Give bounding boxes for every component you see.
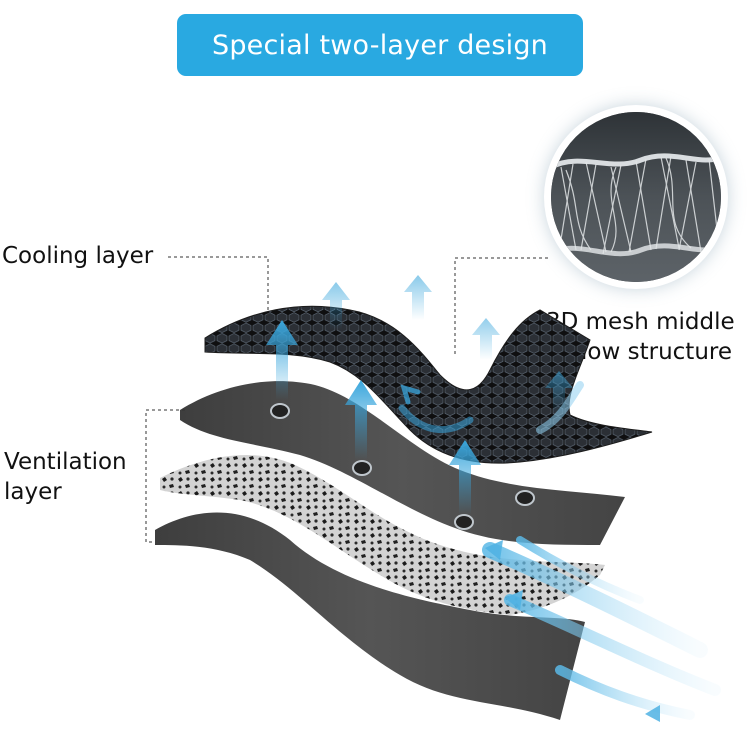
mesh-fibers-icon [551, 112, 721, 282]
vent-hole-icon [270, 403, 535, 530]
ventilation-label-line1: Ventilation [4, 449, 127, 475]
ventilation-label-line2: layer [4, 479, 62, 505]
airflow-arrow-icon [266, 275, 573, 515]
middle-base-layer [180, 381, 625, 545]
side-airflow-icon [398, 381, 584, 434]
mesh-label-line1: 3D mesh middle [546, 309, 735, 335]
title-banner: Special two-layer design [177, 14, 583, 76]
top-cooling-layer [204, 305, 653, 464]
ventilation-mesh-layer [160, 455, 605, 615]
bottom-base-layer [155, 512, 585, 720]
ventilation-layer-label: Ventilation layer [4, 447, 154, 507]
banner-title: Special two-layer design [212, 29, 548, 61]
cooling-layer-label: Cooling layer [2, 243, 154, 269]
leader-lines [145, 256, 548, 543]
inflow-arrow-icon [482, 536, 721, 720]
mesh-closeup-image [551, 112, 721, 282]
inflow-arrowheads [485, 540, 660, 722]
